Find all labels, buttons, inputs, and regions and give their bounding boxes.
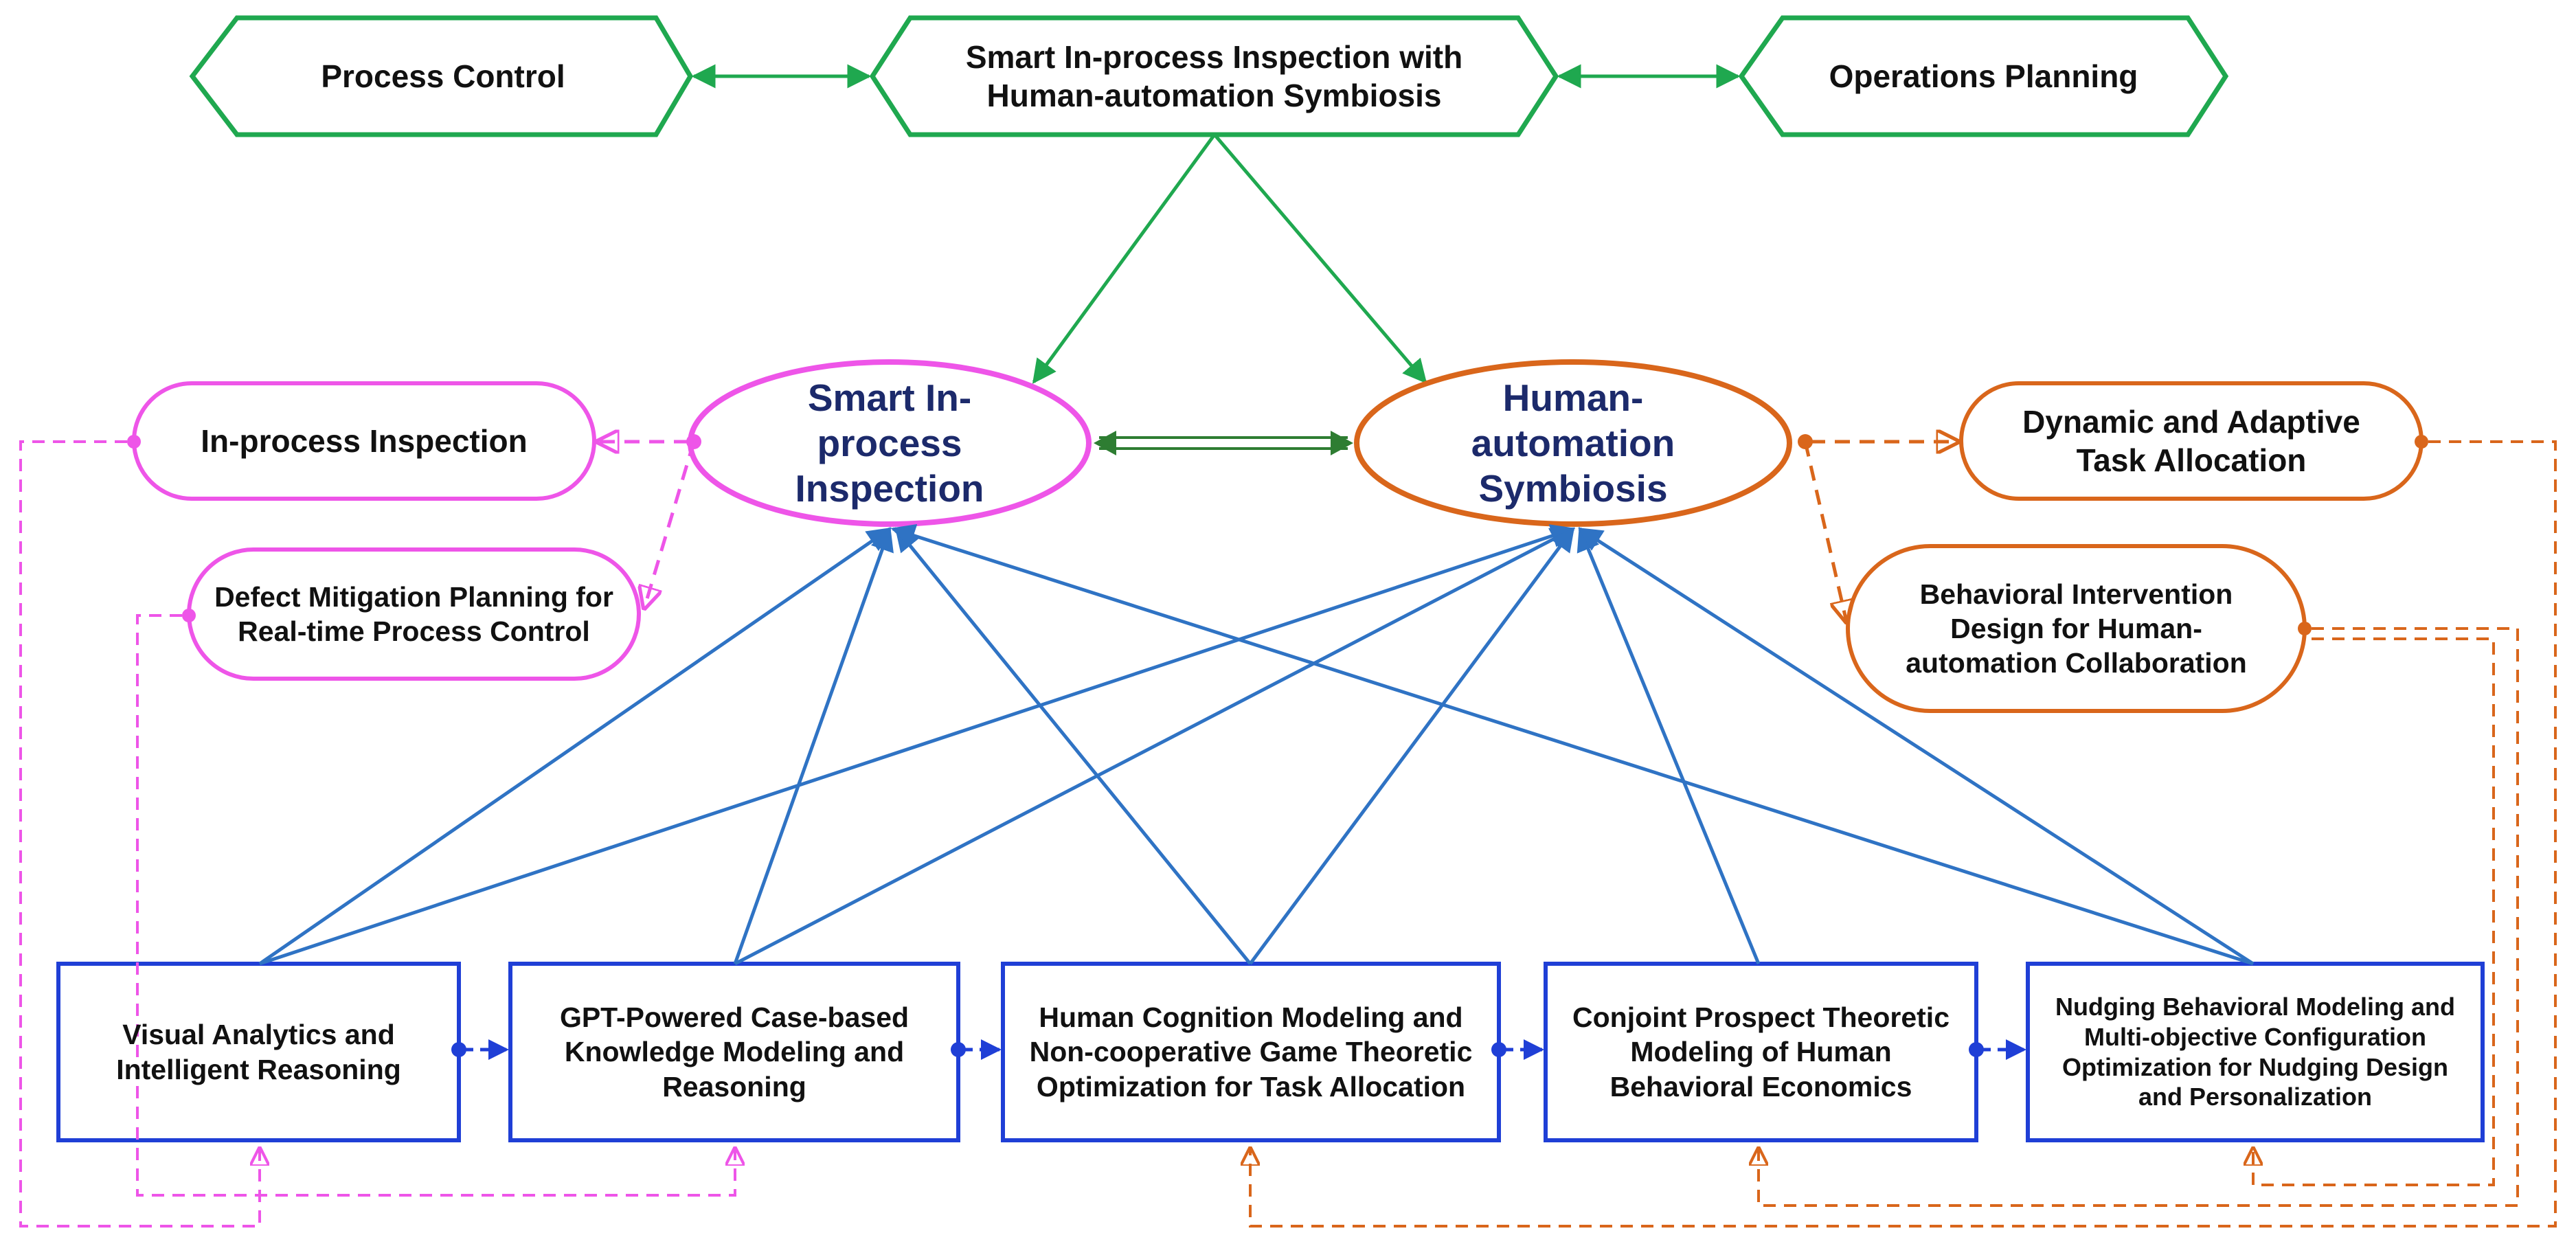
human-automation-hub: [1354, 359, 1792, 527]
symbiosis-feedback-loops: [1250, 435, 2557, 1228]
method-box-nudging: [2026, 962, 2485, 1142]
gpt-knowledge-line-2: Knowledge Modeling and: [564, 1036, 905, 1068]
nudging-line-3: Optimization for Nudging Design: [2062, 1052, 2448, 1081]
hub-link-right-arrowhead: [1331, 431, 1353, 455]
nudging-label: Nudging Behavioral Modeling and Multi-ob…: [2033, 971, 2477, 1133]
human-cognition-label: Human Cognition Modeling and Non-coopera…: [1010, 971, 1492, 1133]
conjoint-prospect-line-3: Behavioral Economics: [1609, 1070, 1912, 1102]
nudging-line-2: Multi-objective Configuration: [2084, 1022, 2426, 1051]
behavioral-intervention-line-1: Behavioral Intervention: [1919, 578, 2233, 610]
goal-to-inspection-arrow: [1032, 133, 1217, 384]
nudging-line-1: Nudging Behavioral Modeling and: [2055, 992, 2455, 1021]
method-box-visual-analytics: [56, 962, 461, 1142]
process-control-hexagon: [189, 15, 694, 137]
defect-mitigation-line-1: Defect Mitigation Planning for: [214, 580, 613, 613]
smart-inspection-line-3: Inspection: [795, 467, 984, 510]
gpt-knowledge-line-1: GPT-Powered Case-based: [559, 1002, 909, 1034]
conjoint-prospect-line-2: Modeling of Human: [1630, 1036, 1892, 1068]
inspection-to-defect-arrow: [644, 441, 696, 608]
human-cognition-line-3: Optimization for Task Allocation: [1036, 1070, 1466, 1102]
defect-mitigation-line-2: Real-time Process Control: [238, 615, 590, 647]
process-control-label: Process Control: [206, 38, 680, 114]
operations-planning-label: Operations Planning: [1755, 38, 2212, 114]
inspection-feedback-loops: [19, 435, 735, 1228]
method-to-hub-arrows: [258, 523, 2255, 966]
visual-analytics-label: Visual Analytics and Intelligent Reasoni…: [65, 971, 452, 1133]
human-automation-line-2: automation: [1471, 422, 1675, 464]
main-goal-label: Smart In-process Inspection with Human-a…: [890, 27, 1539, 125]
goal-to-symbiosis-arrow: [1213, 133, 1427, 384]
smart-inspection-line-1: Smart In-: [807, 376, 972, 419]
method-sequence-links: [451, 1039, 2026, 1060]
main-goal-hexagon: [869, 15, 1559, 137]
symbiosis-to-behavioral-arrow: [1803, 441, 1846, 622]
behavioral-intervention-line-2: Design for Human-: [1950, 612, 2202, 644]
dynamic-task-allocation-label: Dynamic and Adaptive Task Allocation: [1975, 394, 2408, 488]
defect-mitigation-label: Defect Mitigation Planning for Real-time…: [203, 560, 625, 668]
human-cognition-line-2: Non-cooperative Game Theoretic: [1029, 1036, 1473, 1068]
human-automation-line-3: Symbiosis: [1478, 467, 1668, 510]
process-control-text: Process Control: [321, 58, 565, 94]
hub-link-left-arrowhead: [1094, 431, 1116, 455]
human-automation-hub-label: Human- automation Symbiosis: [1367, 367, 1779, 519]
behavioral-intervention-line-3: automation Collaboration: [1906, 647, 2247, 679]
dynamic-task-allocation-line-2: Task Allocation: [2076, 442, 2307, 478]
method-box-human-cognition: [1001, 962, 1501, 1142]
smart-inspection-line-2: process: [817, 422, 962, 464]
in-process-inspection-text: In-process Inspection: [201, 422, 528, 459]
operations-planning-hexagon: [1738, 15, 2229, 137]
main-goal-line-2: Human-automation Symbiosis: [986, 78, 1442, 113]
visual-analytics-line-2: Intelligent Reasoning: [116, 1053, 401, 1085]
human-cognition-line-1: Human Cognition Modeling and: [1039, 1002, 1463, 1034]
conjoint-prospect-line-1: Conjoint Prospect Theoretic: [1572, 1002, 1950, 1034]
nudging-line-4: and Personalization: [2138, 1083, 2373, 1111]
method-box-conjoint-prospect: [1544, 962, 1978, 1142]
dynamic-task-allocation-line-1: Dynamic and Adaptive: [2022, 403, 2360, 440]
operations-planning-text: Operations Planning: [1829, 58, 2138, 94]
smart-inspection-hub-label: Smart In- process Inspection: [701, 367, 1078, 519]
human-automation-line-1: Human-: [1502, 376, 1644, 419]
behavioral-intervention-label: Behavioral Intervention Design for Human…: [1862, 560, 2291, 697]
gpt-knowledge-line-3: Reasoning: [662, 1070, 806, 1102]
gpt-knowledge-label: GPT-Powered Case-based Knowledge Modelin…: [517, 971, 951, 1133]
conjoint-prospect-label: Conjoint Prospect Theoretic Modeling of …: [1552, 971, 1969, 1133]
main-goal-line-1: Smart In-process Inspection with: [965, 38, 1463, 75]
visual-analytics-line-1: Visual Analytics and: [122, 1019, 395, 1051]
in-process-inspection-label: In-process Inspection: [148, 397, 580, 485]
